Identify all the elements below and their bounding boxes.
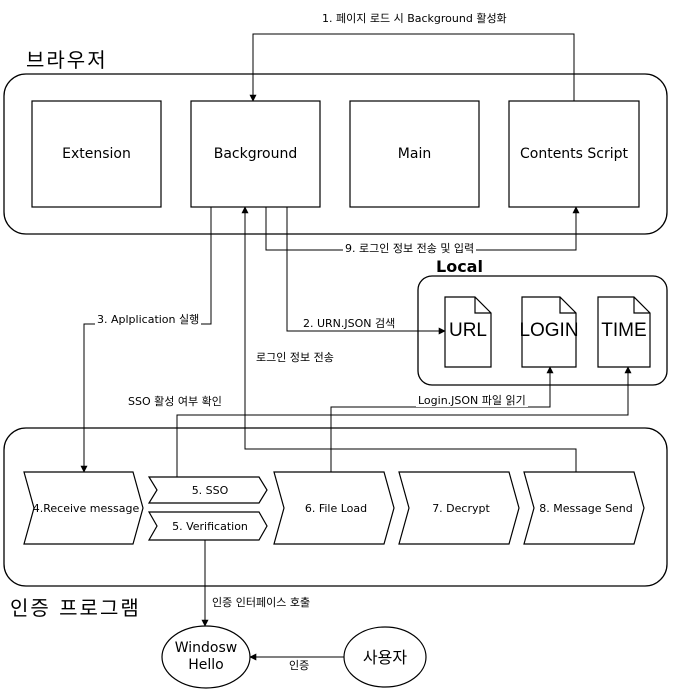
step-sso-shape — [147, 476, 268, 504]
step-decrypt-label: 7. Decrypt — [432, 501, 490, 515]
time-file-shape — [597, 296, 651, 368]
step-receive-shape — [23, 471, 144, 545]
browser-container — [3, 73, 668, 235]
url-file-shape — [444, 296, 492, 368]
extension-box — [31, 100, 162, 208]
step-message-send-label: 8. Message Send — [539, 501, 633, 515]
sso-check-label: SSO 활성 여부 확인 — [126, 395, 224, 408]
arrow-1-label: 1. 페이지 로드 시 Background 활성화 — [320, 12, 509, 25]
step-sso-label: 5. SSO — [191, 483, 229, 497]
arrow-3-label: 3. Aplplication 실행 — [95, 313, 202, 326]
user-label: 사용자 — [362, 647, 408, 667]
local-group-title: Local — [436, 257, 483, 276]
windows-hello-line1: Windosw — [174, 640, 238, 656]
step-verification-label: 5. Verification — [172, 519, 248, 533]
auth-interface-call-label: 인증 인터페이스 호출 — [210, 596, 313, 609]
windows-hello-label: Windosw Hello — [162, 626, 250, 688]
login-file-label: LOGIN — [519, 320, 579, 341]
arrow-9-label: 9. 로그인 정보 전송 및 입력 — [343, 242, 477, 255]
step-file-load-shape — [273, 471, 395, 545]
auth-program-group-title: 인증 프로그램 — [10, 596, 141, 620]
arrow-2-label: 2. URN.JSON 검색 — [301, 317, 398, 330]
step-receive-label: 4.Receive message — [32, 501, 140, 515]
url-file-label: URL — [448, 320, 487, 341]
auth-label: 인증 — [287, 659, 312, 672]
main-box — [349, 100, 480, 208]
contents-script-box — [508, 100, 640, 208]
browser-group-title: 브라우저 — [26, 48, 108, 72]
arrow-login-json-read — [330, 366, 554, 472]
login-json-read-label: Login.JSON 파일 읽기 — [416, 394, 528, 407]
arrow-2-urn-json-search — [286, 207, 446, 335]
step-message-send-shape — [523, 471, 645, 545]
step-file-load-label: 6. File Load — [304, 501, 368, 515]
arrow-1-page-load — [249, 33, 575, 102]
extension-label: Extension — [62, 146, 131, 162]
login-info-send-label: 로그인 정보 전송 — [254, 351, 336, 364]
arrow-login-info-send — [241, 206, 577, 472]
arrow-sso-check — [176, 366, 632, 477]
windows-hello-line2: Hello — [188, 657, 224, 673]
contents-script-label: Contents Script — [519, 146, 629, 162]
background-label: Background — [213, 146, 298, 162]
main-label: Main — [397, 146, 432, 162]
step-verification-shape — [147, 511, 268, 541]
step-decrypt-shape — [398, 471, 520, 545]
login-file-shape — [521, 296, 577, 368]
time-file-label: TIME — [601, 320, 647, 341]
